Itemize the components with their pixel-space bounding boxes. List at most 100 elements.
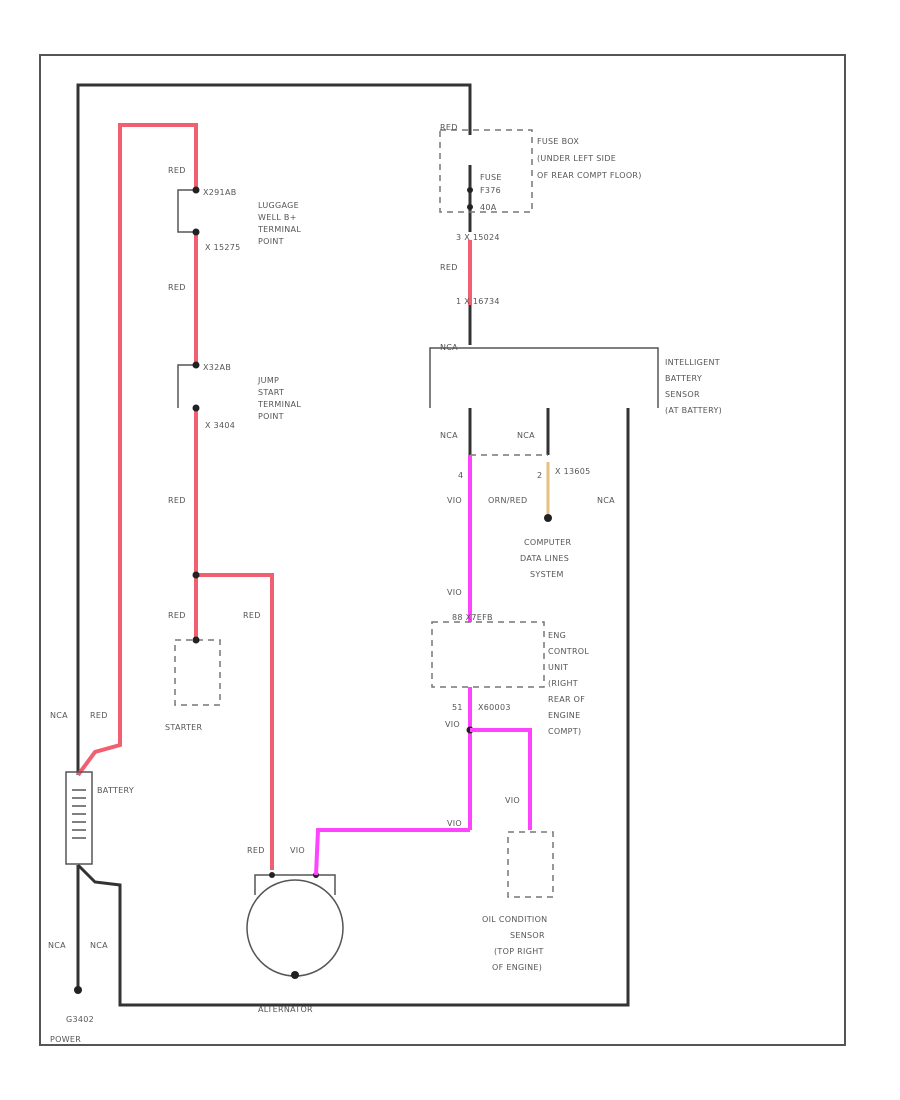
- label-nca-right: NCA: [597, 496, 615, 505]
- label-oil-sensor-2: SENSOR: [510, 931, 545, 940]
- label-ecm-connector-2: X60003: [478, 703, 511, 712]
- label-ibs-1: INTELLIGENT: [665, 358, 720, 367]
- label-fuse-1: FUSE: [480, 173, 502, 182]
- label-sensor-connector: 1 X 16734: [456, 297, 500, 306]
- label-luggage-name-3: TERMINAL: [257, 225, 301, 234]
- luggage-terminal-top: [192, 186, 200, 194]
- label-red-starter: RED: [168, 611, 186, 620]
- label-red-fuse: RED: [440, 123, 458, 132]
- label-vio-5: VIO: [447, 819, 462, 828]
- label-fuse-3: 40A: [480, 203, 497, 212]
- label-ibs-3: SENSOR: [665, 390, 700, 399]
- wire-alternator-violet: [314, 828, 470, 876]
- label-nca-top: NCA: [440, 343, 458, 352]
- label-ecm-6: ENGINE: [548, 711, 580, 720]
- label-nca-ground-2: NCA: [90, 941, 108, 950]
- label-ecm-3: UNIT: [548, 663, 568, 672]
- label-ecm-2: CONTROL: [548, 647, 589, 656]
- label-red-alt-branch: RED: [243, 611, 261, 620]
- label-ground: G3402: [66, 1015, 94, 1024]
- alternator-terminal-block: [254, 874, 336, 895]
- label-jump-name-1: JUMP: [257, 376, 279, 385]
- label-data-system-2: DATA LINES: [520, 554, 569, 563]
- diagram-frame: [39, 54, 846, 1046]
- label-red-mid: RED: [168, 283, 186, 292]
- label-red-top: RED: [168, 166, 186, 175]
- label-ecm-7: COMPT): [548, 727, 581, 736]
- label-data-system-1: COMPUTER: [524, 538, 572, 547]
- label-pin-2: 2: [537, 471, 542, 480]
- label-nca-pin-2: NCA: [517, 431, 535, 440]
- luggage-terminal-bracket: [177, 189, 196, 233]
- label-jump-bottom: X 3404: [205, 421, 235, 430]
- label-jump-connector: X32AB: [203, 363, 231, 372]
- label-vio-3: VIO: [445, 720, 460, 729]
- label-luggage-name-4: POINT: [258, 237, 284, 246]
- wire-ground-loop: [76, 408, 630, 1007]
- label-fuse-2: F376: [480, 186, 501, 195]
- label-fuse-box-1: FUSE BOX: [537, 137, 579, 146]
- label-vio-2: VIO: [447, 588, 462, 597]
- label-fuse-box-3: OF REAR COMPT FLOOR): [537, 171, 642, 180]
- label-jump-name-2: START: [258, 388, 284, 397]
- label-jump-name-4: POINT: [258, 412, 284, 421]
- label-alternator: ALTERNATOR: [258, 1005, 313, 1014]
- splice-red: [192, 571, 200, 579]
- label-ecm-4: (RIGHT: [548, 679, 578, 688]
- label-fuse-box-2: (UNDER LEFT SIDE: [537, 154, 616, 163]
- label-starter: STARTER: [165, 723, 203, 732]
- label-battery: BATTERY: [97, 786, 134, 795]
- label-luggage-name-1: LUGGAGE: [258, 201, 299, 210]
- label-vio-4: VIO: [505, 796, 520, 805]
- battery-cells: [72, 789, 86, 839]
- fuse-bottom: [467, 204, 473, 210]
- label-red-alt: RED: [247, 846, 265, 855]
- label-luggage-name-2: WELL B+: [258, 213, 297, 222]
- wire-oil-sensor-violet: [470, 728, 532, 830]
- jump-terminal-bottom: [192, 404, 200, 412]
- label-ibs-2: BATTERY: [665, 374, 702, 383]
- label-ecm-5: REAR OF: [548, 695, 585, 704]
- label-data-system-3: SYSTEM: [530, 570, 564, 579]
- label-vio-alt: VIO: [290, 846, 305, 855]
- label-luggage-bottom: X 15275: [205, 243, 241, 252]
- wire-battery-positive-black: [76, 83, 472, 775]
- starter-box: [174, 639, 221, 706]
- alternator-ground: [291, 971, 299, 979]
- label-fuse-connector: 3 X 15024: [456, 233, 500, 242]
- oil-sensor-box: [507, 831, 554, 898]
- label-ecm-connector: 88 X7EFB: [452, 613, 493, 622]
- label-orn-red: ORN/RED: [488, 496, 527, 505]
- ecm-box: [431, 621, 545, 688]
- label-nca-ground-1: NCA: [48, 941, 66, 950]
- label-vio-1: VIO: [447, 496, 462, 505]
- alternator-b-terminal: [269, 872, 275, 878]
- alternator-body: [246, 879, 344, 977]
- data-line-terminal: [544, 514, 552, 522]
- wire-sensor-outline: [429, 347, 659, 408]
- battery-box: [65, 771, 93, 865]
- label-red-left: RED: [90, 711, 108, 720]
- jump-terminal-bracket: [177, 364, 196, 408]
- label-luggage-connector: X291AB: [203, 188, 237, 197]
- label-power: POWER: [50, 1035, 81, 1044]
- label-oil-sensor-3: (TOP RIGHT: [494, 947, 544, 956]
- label-ibs-4: (AT BATTERY): [665, 406, 722, 415]
- label-red-fuse-low: RED: [440, 263, 458, 272]
- label-data-connector: X 13605: [555, 467, 591, 476]
- wire-battery-red: [76, 123, 198, 777]
- starter-terminal: [192, 636, 200, 644]
- label-oil-sensor-1: OIL CONDITION: [482, 915, 547, 924]
- label-nca-left: NCA: [50, 711, 68, 720]
- label-red-low: RED: [168, 496, 186, 505]
- fuse-box: [439, 129, 533, 213]
- ground-point: [74, 986, 82, 994]
- label-ecm-1: ENG: [548, 631, 566, 640]
- fuse-top: [467, 187, 473, 193]
- label-nca-pin-1: NCA: [440, 431, 458, 440]
- label-oil-sensor-4: OF ENGINE): [492, 963, 542, 972]
- luggage-terminal-bottom: [192, 228, 200, 236]
- wire-alternator-red: [196, 573, 274, 870]
- jump-terminal-top: [192, 361, 200, 369]
- label-pin-51: 51: [452, 703, 463, 712]
